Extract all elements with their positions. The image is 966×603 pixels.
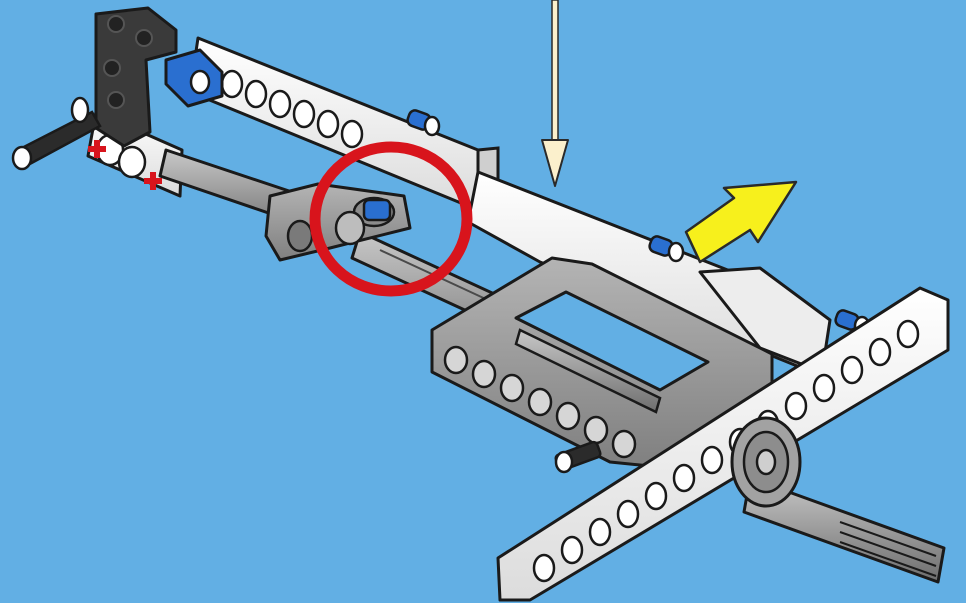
- beam-hole: [244, 79, 268, 109]
- beam-hole: [840, 355, 864, 385]
- beam-hole: [316, 109, 340, 139]
- beam-hole: [644, 481, 668, 511]
- beam-hole: [700, 445, 724, 475]
- red-cross-marker: [88, 140, 162, 190]
- blue-pin: [648, 235, 685, 263]
- beam-hole: [292, 99, 316, 129]
- beam-hole: [340, 119, 364, 149]
- gear-icon: [730, 416, 802, 508]
- front-white-beam: [496, 286, 950, 602]
- beam-hole: [588, 517, 612, 547]
- beam-hole: [532, 553, 556, 583]
- beam-hole: [443, 345, 469, 375]
- gear-and-axle: [730, 416, 946, 584]
- beam-hole: [527, 387, 553, 417]
- beam-hole: [471, 359, 497, 389]
- beam-hole: [499, 373, 525, 403]
- beam-hole: [268, 89, 292, 119]
- blue-pin: [406, 109, 441, 137]
- beam-hole: [896, 319, 920, 349]
- red-circle-highlight: [309, 141, 473, 297]
- down-arrow-icon: [541, 0, 569, 187]
- beam-hole: [555, 401, 581, 431]
- beam-hole: [812, 373, 836, 403]
- beam-hole: [220, 69, 244, 99]
- grey-rectangular-frame: [430, 256, 774, 474]
- beam-hole: [616, 499, 640, 529]
- beam-hole: [672, 463, 696, 493]
- beam-hole: [611, 429, 637, 459]
- yellow-arrow-icon: [684, 180, 798, 264]
- beam-hole: [560, 535, 584, 565]
- left-upright-assembly: [11, 6, 224, 198]
- beam-hole: [583, 415, 609, 445]
- beam-hole: [784, 391, 808, 421]
- universal-joint: [264, 182, 412, 262]
- beam-hole: [868, 337, 892, 367]
